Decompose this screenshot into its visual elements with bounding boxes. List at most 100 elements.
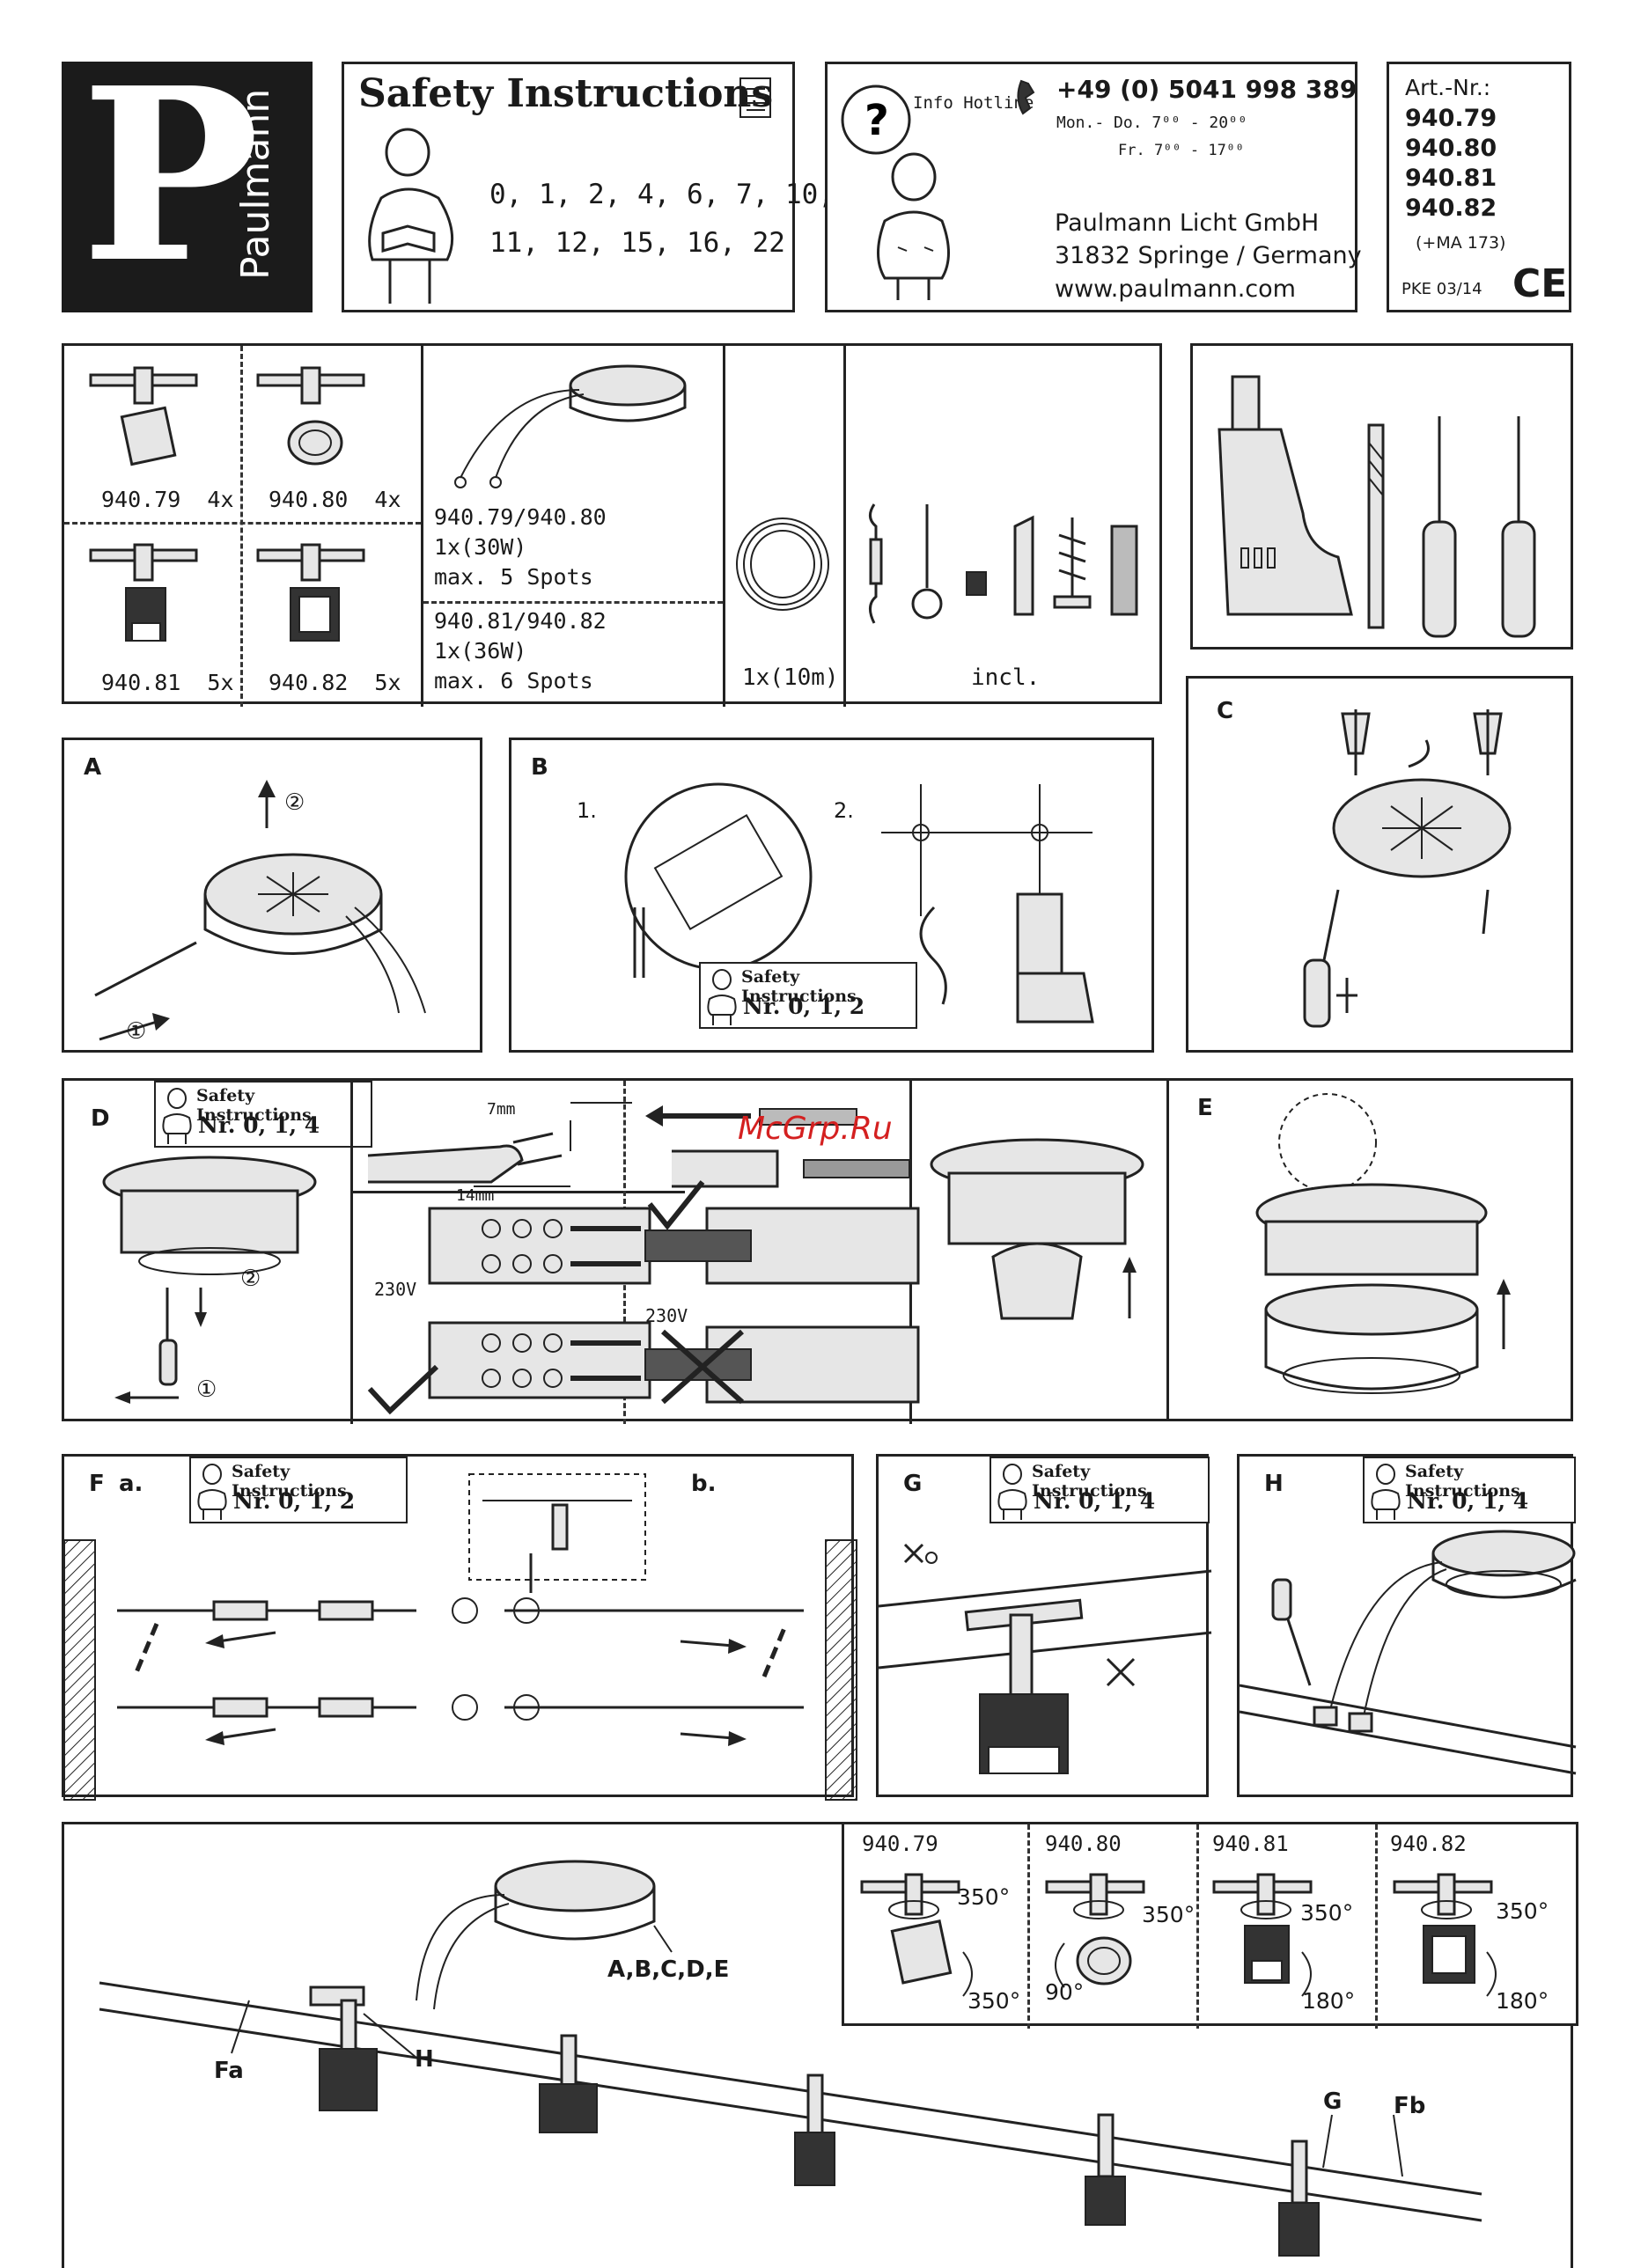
brand-name: Paulmann (233, 88, 278, 280)
rotation-940-82-vertical: 180° (1496, 1988, 1549, 2014)
transformer-30w-models: 940.79/940.80 (434, 504, 607, 530)
rotation-spot-940-81-icon (1212, 1873, 1313, 1997)
voltage-label-1: 230V (374, 1279, 417, 1300)
overview-ref-g: G (1323, 2088, 1343, 2115)
step-d-safety-badge: Safety Instructions Nr. 0, 1, 4 (154, 1081, 372, 1148)
safety-badge-numbers: Nr. 0, 1, 4 (198, 1112, 320, 1138)
step-c-box: C (1186, 676, 1573, 1053)
rotation-models-box: 940.79 940.80 940.81 940.82 35 (842, 1822, 1578, 2029)
article-number-2: 940.80 (1405, 135, 1497, 162)
terminal-block-correct-2 (428, 1321, 651, 1399)
brand-letter: P (81, 35, 261, 315)
cable-qty: 1x(10m) (742, 664, 839, 691)
step-b-box: B 1. 2. Safety Instructions Nr. 0, 1, 2 (509, 738, 1154, 1053)
hardware-incl: incl. (971, 664, 1041, 691)
safety-title: Safety Instructions (358, 71, 774, 116)
overview-ref-trafo: A,B,C,D,E (607, 1956, 730, 1983)
step-e-label: E (1197, 1095, 1213, 1121)
hotline-hours-friday: Fr. 7⁰⁰ - 17⁰⁰ (1118, 142, 1245, 159)
step-a-label: A (84, 754, 102, 781)
tools-box (1190, 343, 1573, 650)
screwdriver-cross-icon (1501, 416, 1536, 638)
system-overview-illustration (99, 1860, 1482, 2257)
transformer-cover-illustration (102, 1156, 317, 1404)
overview-ref-h: H (415, 2046, 434, 2073)
safety-badge-title: Safety Instructions (196, 1086, 312, 1125)
article-number-1: 940.79 (1405, 105, 1497, 132)
document-icon (739, 77, 771, 118)
rotation-940-81-vertical: 180° (1302, 1988, 1356, 2014)
terminal-block-wrong (644, 1325, 920, 1405)
safety-numbers-line1: 0, 1, 2, 4, 6, 7, 10, (489, 179, 835, 210)
article-note: (+MA 173) (1416, 233, 1506, 253)
step-c-label: C (1217, 698, 1234, 724)
company-city: 31832 Springe / Germany (1055, 242, 1362, 269)
step-h-label: H (1264, 1471, 1284, 1497)
phone-icon (1017, 79, 1035, 115)
rotation-model-940-79: 940.79 (862, 1831, 938, 1856)
hotline-box: ? Info Hotline +49 (0) 5041 998 389 Mon.… (825, 62, 1362, 312)
strip-length-14mm: 14mm (456, 1186, 495, 1205)
screwdriver-flat-icon (1422, 416, 1457, 638)
wire-tension-illustration (63, 1473, 857, 1801)
step-f-sub-b: b. (691, 1471, 717, 1497)
transformer-open-illustration (94, 780, 426, 1041)
transformer-30w-power: 1x(30W) (434, 534, 527, 560)
step-d-box: D Safety Instructions Nr. 0, 1, 4 ② ① 7m… (62, 1078, 1175, 1424)
spot-940-81-qty: 940.81 5x (101, 670, 234, 695)
safety-badge-numbers: Nr. 0, 1, 4 (1407, 1488, 1529, 1514)
cable-strip-illustration (367, 1102, 632, 1187)
company-web: www.paulmann.com (1055, 275, 1296, 303)
terminal-block-correct-1 (428, 1207, 651, 1285)
safety-person-icon (707, 969, 737, 1025)
step-e-box: E (1166, 1078, 1573, 1421)
rotation-spot-940-80-icon (1045, 1873, 1145, 1988)
drill-bit-icon (1367, 423, 1385, 629)
step-f-safety-badge: Safety Instructions Nr. 0, 1, 2 (189, 1457, 408, 1523)
rotation-spot-940-82-icon (1393, 1873, 1497, 1997)
ce-mark: CE (1512, 261, 1568, 306)
rotation-940-80-horizontal: 350° (1142, 1902, 1196, 1927)
step-f-label: F (89, 1471, 105, 1497)
svg-text:?: ? (864, 96, 889, 145)
step-g-box: G Safety Instructions Nr. 0, 1, 4 (876, 1454, 1212, 1797)
step-h-safety-badge: Safety Instructions Nr. 0, 1, 4 (1363, 1457, 1576, 1523)
step-a-box: A ② ① (62, 738, 482, 1053)
article-number-4: 940.82 (1405, 195, 1497, 222)
safety-badge-numbers: Nr. 0, 1, 2 (233, 1488, 356, 1514)
transformer-30w-spots: max. 5 Spots (434, 564, 593, 590)
spot-940-80-icon (256, 366, 365, 466)
checkmark-icon (367, 1364, 439, 1415)
transformer-mounted-illustration (930, 1138, 1144, 1320)
step-g-safety-badge: Safety Instructions Nr. 0, 1, 4 (990, 1457, 1210, 1523)
transformer-base-illustration (624, 782, 813, 978)
rotation-model-940-81: 940.81 (1212, 1831, 1289, 1856)
spot-940-79-icon (89, 366, 198, 466)
rotation-spot-940-79-icon (860, 1873, 973, 1997)
article-label: Art.-Nr.: (1405, 75, 1491, 100)
hotline-phone: +49 (0) 5041 998 389 (1056, 75, 1357, 104)
cable-coil-icon (736, 517, 829, 611)
article-number-3: 940.81 (1405, 165, 1497, 192)
safety-badge-numbers: Nr. 0, 1, 4 (1034, 1488, 1156, 1514)
question-person-icon: ? (841, 84, 950, 300)
watermark: McGrp.Ru (738, 1111, 893, 1147)
safety-badge-title: Safety Instructions (741, 967, 857, 1006)
spot-940-80-qty: 940.80 4x (269, 487, 401, 512)
safety-person-icon (197, 1464, 227, 1520)
drill-icon (1218, 375, 1353, 616)
step-b-safety-badge: Safety Instructions Nr. 0, 1, 2 (699, 962, 917, 1029)
spot-940-79-qty: 940.79 4x (101, 487, 234, 512)
overview-ref-fa: Fa (214, 2058, 244, 2084)
step-g-label: G (903, 1471, 923, 1497)
wall-drilling-illustration (881, 784, 1094, 1024)
safety-badge-title: Safety Instructions (232, 1462, 347, 1501)
step-f-box: F a. b. Safety Instructions Nr. 0, 1, 2 (62, 1454, 857, 1801)
step-a-circle-1: ① (126, 1018, 147, 1045)
safety-instructions-header: Safety Instructions 0, 1, 2, 4, 6, 7, 10… (342, 62, 835, 312)
overview-ref-fb: Fb (1394, 2093, 1426, 2119)
step-b-sub-1: 1. (577, 798, 597, 823)
hotline-label: Info Hotline (913, 93, 1034, 113)
safety-numbers-line2: 11, 12, 15, 16, 22 (489, 227, 785, 259)
wire-connection-illustration (1239, 1530, 1577, 1775)
